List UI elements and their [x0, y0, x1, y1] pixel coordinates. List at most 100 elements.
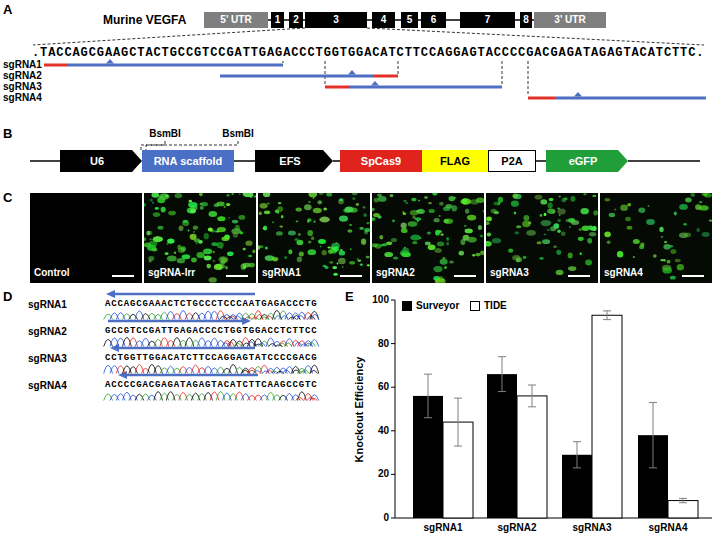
fluorescent-cell	[544, 213, 547, 216]
fluorescent-cell	[203, 248, 212, 254]
fluorescent-cell	[191, 258, 197, 263]
fluorescent-cell	[627, 226, 633, 230]
tick-label: 20	[378, 469, 389, 479]
fluorescent-cell	[209, 277, 217, 282]
trace-peak	[310, 370, 318, 373]
cut-triangle	[574, 92, 582, 97]
fluorescent-cell	[314, 221, 316, 223]
fluorescent-cell	[149, 259, 152, 262]
guide-name: sgRNA4	[28, 381, 67, 391]
node-label: 5' UTR	[220, 15, 251, 25]
fluorescent-cell	[699, 201, 702, 203]
fluorescent-cell	[570, 196, 575, 202]
micrograph-panel: sgRNA2	[372, 193, 484, 283]
trace-peak	[185, 338, 194, 347]
node-label: 3' UTR	[554, 15, 585, 25]
tick	[391, 430, 395, 431]
fluorescent-cell	[540, 257, 544, 260]
fluorescent-cell	[241, 264, 246, 270]
trace-peak	[298, 392, 307, 401]
trace-peak	[256, 315, 264, 320]
fluorescent-cell	[183, 220, 189, 223]
pam-line	[528, 97, 555, 100]
fluorescent-cell	[352, 193, 358, 195]
trace-peak	[301, 370, 309, 374]
micrograph-panel: Control	[30, 193, 142, 283]
trace-peak	[283, 370, 291, 374]
fluorescent-cell	[332, 266, 337, 269]
fluorescent-cell	[670, 249, 676, 254]
fluorescent-cell	[684, 233, 691, 238]
fluorescent-cell	[151, 193, 159, 198]
gene-name: Murine VEGFA	[103, 14, 186, 26]
fluorescent-cell	[379, 235, 383, 239]
micrograph-panel: sgRNA1	[258, 193, 370, 283]
reporter-arrow: eGFP	[546, 150, 628, 172]
fluorescent-cell	[158, 226, 164, 230]
fluorescent-cell	[444, 266, 447, 269]
fluorescent-cell	[201, 202, 208, 206]
legend-label: TIDE	[484, 301, 507, 311]
trace-peak	[266, 392, 275, 400]
cas9-box: SpCas9	[340, 150, 422, 172]
trace-peak	[160, 338, 169, 347]
error-bar	[502, 357, 503, 392]
exon-box: 2	[289, 12, 303, 28]
fluorescent-cell	[604, 231, 611, 237]
trace-peak	[234, 343, 242, 346]
node-label: sgRNA2	[376, 268, 415, 278]
fluorescent-cell	[670, 276, 676, 280]
spacer-line	[220, 75, 373, 78]
trace-peak	[296, 397, 304, 400]
fluorescent-cell	[147, 231, 152, 235]
fluorescent-cell	[587, 238, 592, 244]
fluorescent-cell	[144, 203, 146, 207]
fluorescent-cell	[307, 220, 309, 222]
fluorescent-cell	[592, 195, 596, 197]
error-cap	[679, 502, 687, 503]
trace-peak	[281, 316, 289, 320]
fluorescent-cell	[226, 194, 229, 197]
fluorescent-cell	[679, 204, 688, 210]
trace-peak	[229, 365, 238, 374]
panel-letter: C	[3, 191, 12, 204]
trace-peak	[266, 338, 275, 347]
fluorescent-cell	[523, 215, 529, 221]
exon-box: 3	[305, 12, 367, 28]
fluorescent-cell	[215, 231, 217, 233]
error-cap	[424, 374, 432, 375]
fluorescent-cell	[361, 239, 366, 245]
fluorescent-cell	[434, 248, 441, 253]
fluorescent-cell	[206, 264, 211, 269]
guide-name: sgRNA3	[3, 82, 42, 92]
node-label: 6	[431, 15, 437, 25]
fluorescent-cell	[544, 234, 546, 236]
fluorescent-cell	[308, 241, 312, 244]
error-cap	[573, 467, 581, 468]
fluorescent-cell	[508, 248, 513, 252]
fluorescent-cell	[222, 237, 230, 242]
fluorescent-cell	[617, 251, 623, 257]
fluorescent-cell	[547, 229, 550, 231]
fluorescent-cell	[627, 203, 631, 206]
fluorescent-cell	[464, 225, 467, 227]
fluorescent-cell	[372, 208, 375, 211]
trace-peak	[166, 312, 175, 320]
utr-box: 3' UTR	[534, 12, 606, 28]
fluorescent-cell	[259, 211, 262, 215]
fluorescent-cell	[625, 217, 631, 222]
pam-line	[325, 86, 350, 89]
fluorescent-cell	[675, 259, 681, 263]
fluorescent-cell	[260, 203, 268, 209]
scale-bar	[112, 275, 134, 277]
fluorescent-cell	[662, 267, 672, 273]
fluorescent-cell	[265, 246, 268, 249]
fluorescent-cell	[425, 242, 431, 246]
fluorescent-cell	[444, 219, 453, 224]
fluorescent-cell	[323, 208, 327, 211]
trace-peak	[179, 311, 188, 320]
trace-peak	[129, 338, 138, 347]
fluorescent-cell	[311, 236, 314, 240]
fluorescent-cell	[304, 204, 312, 210]
fluorescent-cell	[263, 226, 267, 231]
